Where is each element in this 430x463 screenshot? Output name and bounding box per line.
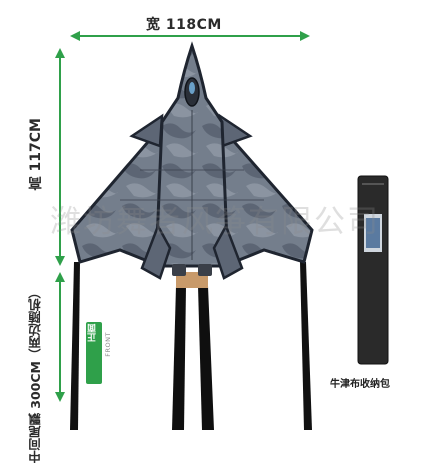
- storage-bag: [357, 175, 389, 365]
- kite-illustration: [55, 31, 389, 430]
- watermark: 潍坊舞者风筝有限公司: [50, 204, 380, 240]
- kite-body: [70, 41, 314, 280]
- bag-label: 牛津布收纳包: [330, 379, 390, 390]
- tail-arrow: [55, 272, 65, 402]
- front-label: 正面: [88, 324, 98, 342]
- height-dimension-label: 高 117CM: [28, 118, 44, 191]
- tail-dimension-label: 中间尾飘 300CM（两边随机）: [28, 286, 43, 463]
- tail-streamers: [70, 262, 312, 430]
- front-label-en: FRONT: [104, 332, 112, 357]
- height-arrow: [55, 48, 65, 266]
- width-arrow: [70, 31, 310, 41]
- width-dimension-label: 宽 118CM: [146, 17, 222, 33]
- front-badge: [86, 322, 102, 384]
